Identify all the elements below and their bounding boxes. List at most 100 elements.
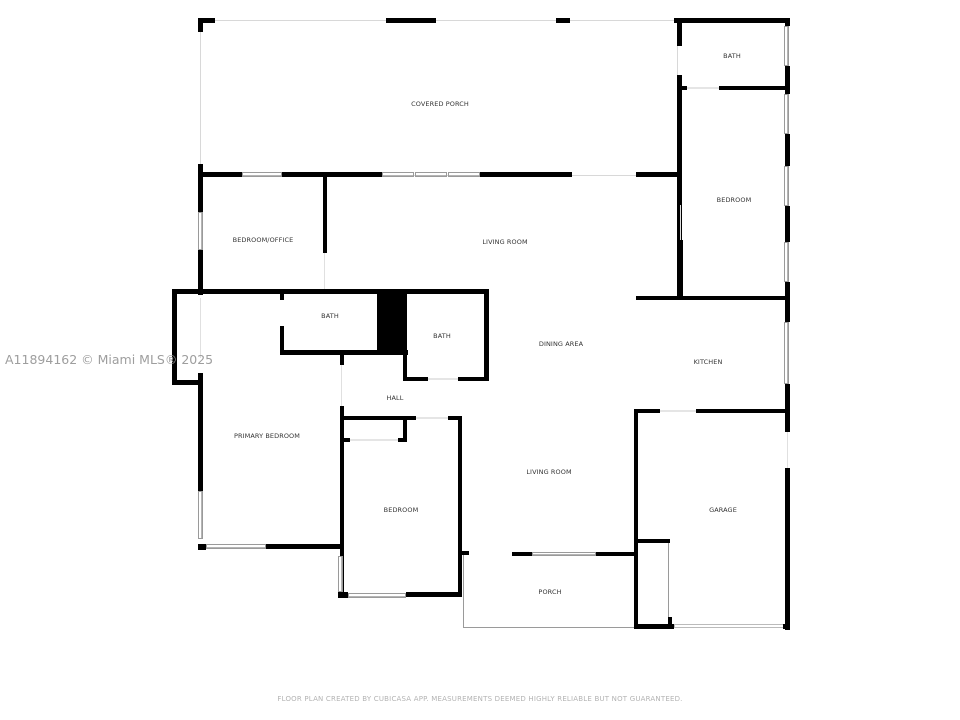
wall — [785, 282, 790, 322]
wall — [386, 18, 436, 23]
doorway — [341, 365, 342, 407]
wall — [785, 18, 790, 26]
window — [784, 166, 789, 206]
wall — [785, 384, 790, 432]
wall — [634, 409, 638, 629]
wall — [172, 380, 203, 385]
wall — [266, 544, 344, 549]
wall — [198, 18, 203, 32]
window — [532, 552, 596, 556]
wall — [198, 373, 203, 491]
wall — [484, 289, 489, 380]
doorway — [200, 298, 201, 358]
wall — [403, 418, 407, 442]
wall — [719, 86, 789, 90]
room-label-covered-porch: COVERED PORCH — [411, 100, 469, 108]
wall — [198, 172, 242, 177]
room-label-hall: HALL — [386, 394, 404, 402]
doorway — [428, 378, 458, 380]
wall — [636, 296, 790, 300]
wall — [280, 350, 408, 355]
wall — [448, 416, 462, 420]
doorway — [680, 205, 681, 240]
wall — [682, 86, 687, 90]
window — [784, 94, 789, 134]
wall — [677, 75, 682, 297]
window — [382, 172, 414, 177]
room-label-bedroom-south: BEDROOM — [383, 506, 419, 514]
room-label-bedroom-east: BEDROOM — [716, 196, 752, 204]
room-label-kitchen: KITCHEN — [693, 358, 723, 366]
room-label-bath-west: BATH — [321, 312, 339, 320]
wall — [636, 172, 682, 177]
wall — [480, 172, 572, 177]
wall — [282, 172, 382, 177]
doorway — [660, 410, 696, 412]
doorway — [324, 253, 325, 289]
wall — [398, 438, 407, 442]
wall — [634, 409, 660, 413]
wall — [556, 18, 570, 23]
wall — [785, 66, 790, 94]
window — [206, 544, 266, 549]
wall — [198, 172, 203, 212]
mls-watermark: A11894162 © Miami MLS® 2025 — [5, 352, 214, 367]
wall — [340, 406, 344, 596]
wall — [340, 355, 344, 365]
storage-partition — [668, 543, 669, 623]
wall — [696, 409, 790, 413]
wall — [785, 206, 790, 242]
window — [348, 593, 406, 598]
doorway — [687, 87, 719, 89]
porch-outline — [463, 555, 464, 628]
wall — [403, 292, 407, 380]
wall — [462, 551, 469, 555]
wall — [596, 552, 636, 556]
wall — [323, 175, 327, 253]
wall — [280, 292, 284, 300]
window — [242, 172, 282, 177]
footer-disclaimer: FLOOR PLAN CREATED BY CUBICASA APP. MEAS… — [277, 695, 683, 703]
wall — [403, 377, 428, 381]
wall — [340, 438, 350, 442]
room-label-primary-bedroom: PRIMARY BEDROOM — [234, 432, 300, 440]
room-label-bedroom-office: BEDROOM/OFFICE — [232, 236, 294, 244]
window — [448, 172, 480, 177]
wall — [406, 592, 462, 597]
window — [338, 556, 343, 592]
room-label-dining-area: DINING AREA — [538, 340, 584, 348]
wall — [634, 624, 674, 629]
wall — [674, 18, 790, 23]
wall — [668, 617, 672, 625]
garage-side-opening — [787, 432, 788, 468]
room-label-garage: GARAGE — [709, 506, 737, 514]
wall — [338, 592, 348, 598]
room-label-living-room-south: LIVING ROOM — [526, 468, 572, 476]
window — [198, 491, 203, 539]
garage-door — [674, 624, 784, 628]
room-label-porch: PORCH — [538, 588, 562, 596]
wall — [458, 416, 462, 596]
wall — [198, 18, 215, 23]
porch-outline — [463, 627, 635, 628]
wall — [512, 552, 532, 556]
wall — [677, 18, 682, 46]
covered-porch-outline — [200, 20, 678, 176]
wall — [172, 289, 488, 294]
wall — [172, 289, 177, 384]
wall — [679, 240, 683, 298]
wall — [340, 416, 416, 420]
window — [784, 322, 789, 384]
room-label-bath-ne: BATH — [723, 52, 741, 60]
wall — [458, 377, 489, 381]
closet-door — [350, 439, 398, 441]
window — [784, 242, 789, 282]
wall — [198, 544, 206, 550]
wall — [198, 250, 203, 295]
wall — [785, 468, 790, 630]
wall — [198, 164, 203, 177]
wall — [634, 539, 670, 543]
shaft-fill — [377, 292, 403, 354]
wall — [280, 326, 284, 354]
